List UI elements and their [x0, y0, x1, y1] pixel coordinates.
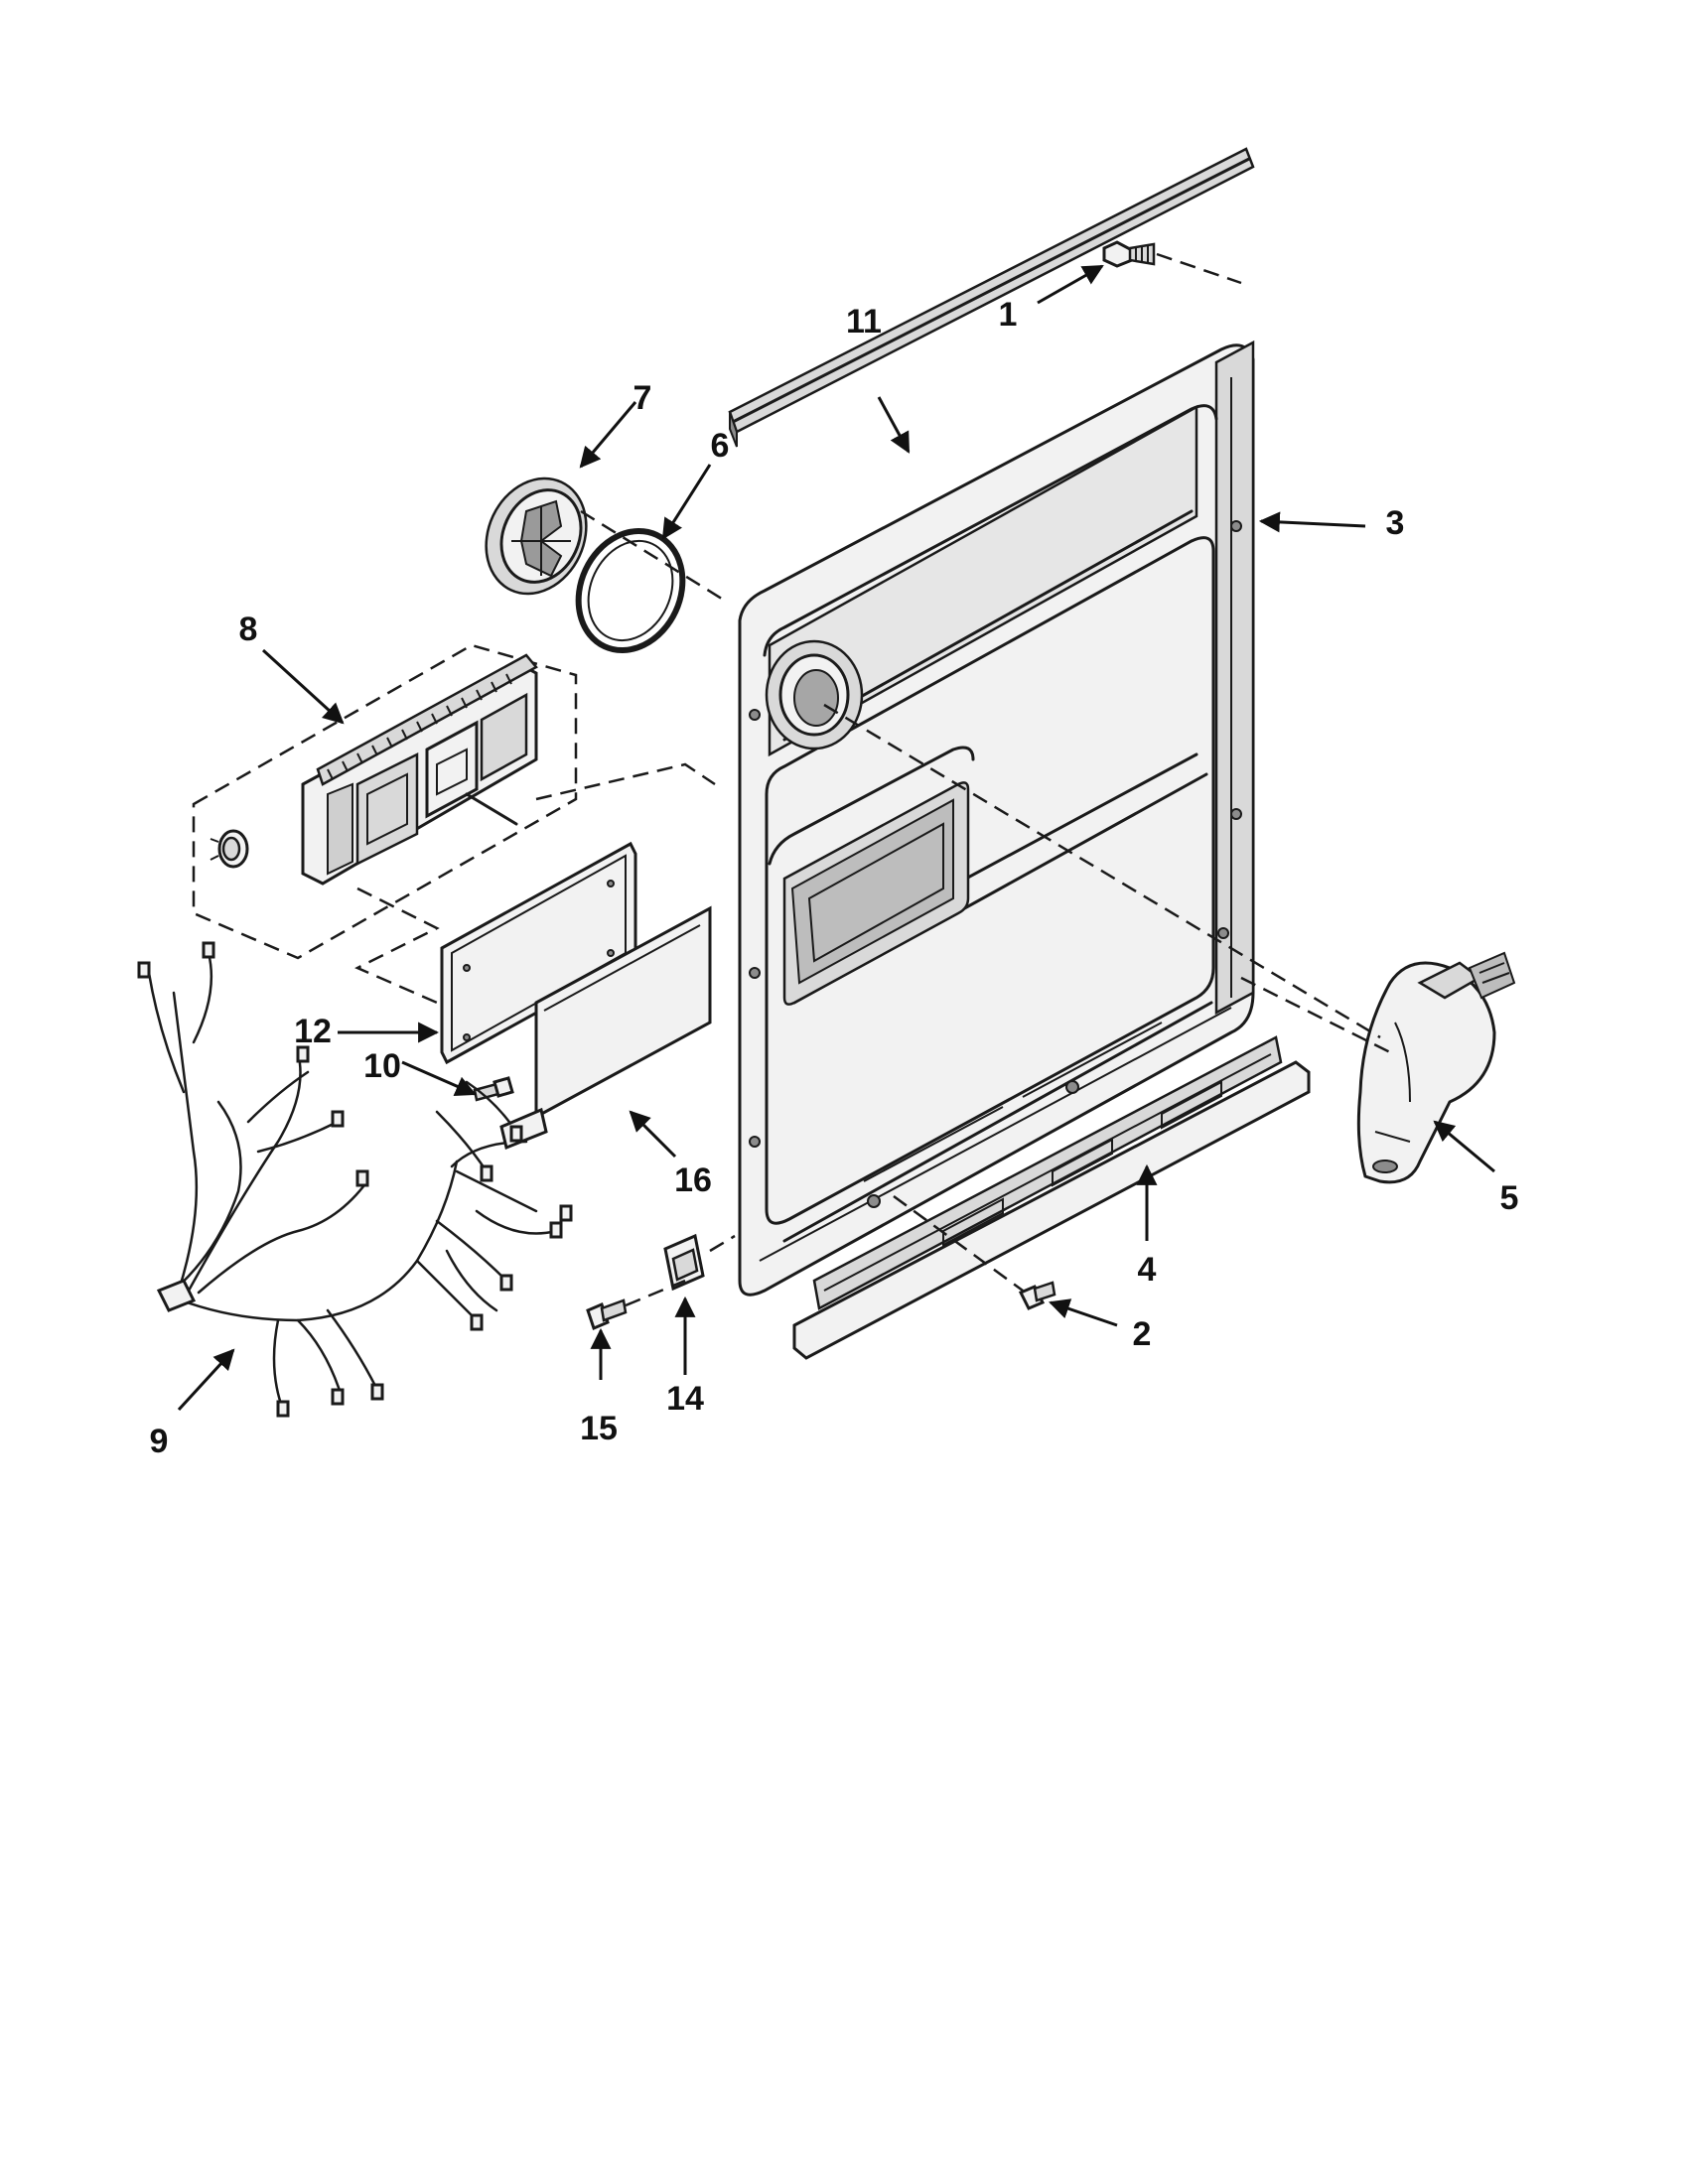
module-alignment-line-lower [354, 887, 440, 1005]
door-top-trim [728, 147, 1255, 448]
callout-9: 9 [150, 1423, 169, 1460]
insulation-panel [534, 905, 712, 1120]
dispenser-assembly [192, 643, 578, 960]
callout-7: 7 [633, 379, 652, 417]
latch-alignment-line [823, 703, 1381, 1039]
vent-gasket [575, 527, 686, 654]
wire-harness [137, 941, 573, 1418]
vent-alignment-line [580, 509, 726, 603]
inner-door-panel [738, 340, 1255, 1297]
screw-bottom [893, 1194, 1056, 1310]
callout-labels: 1 2 3 4 5 6 7 8 9 10 11 12 14 15 16 [150, 296, 1519, 1460]
module-alignment-line-upper [535, 762, 716, 801]
callout-16: 16 [674, 1161, 712, 1199]
callout-5: 5 [1500, 1179, 1519, 1217]
callout-4: 4 [1138, 1251, 1157, 1289]
callout-8: 8 [239, 611, 258, 648]
vent-assembly [485, 477, 588, 596]
door-latch-assembly [1240, 951, 1516, 1184]
door-latch-plate [663, 1233, 705, 1292]
callout-14: 14 [666, 1380, 704, 1418]
callout-3: 3 [1386, 504, 1405, 542]
screw-latch [586, 1234, 736, 1331]
callout-1: 1 [999, 296, 1018, 334]
callout-6: 6 [711, 427, 730, 465]
callout-15: 15 [580, 1410, 618, 1447]
screw-top [1102, 240, 1242, 285]
leader-lines [177, 264, 1495, 1412]
screw-module [473, 1076, 514, 1102]
callout-10: 10 [363, 1047, 401, 1085]
callout-11: 11 [846, 303, 882, 341]
door-bottom-trim [792, 1035, 1311, 1360]
callout-2: 2 [1133, 1315, 1152, 1353]
callout-12: 12 [294, 1013, 332, 1050]
